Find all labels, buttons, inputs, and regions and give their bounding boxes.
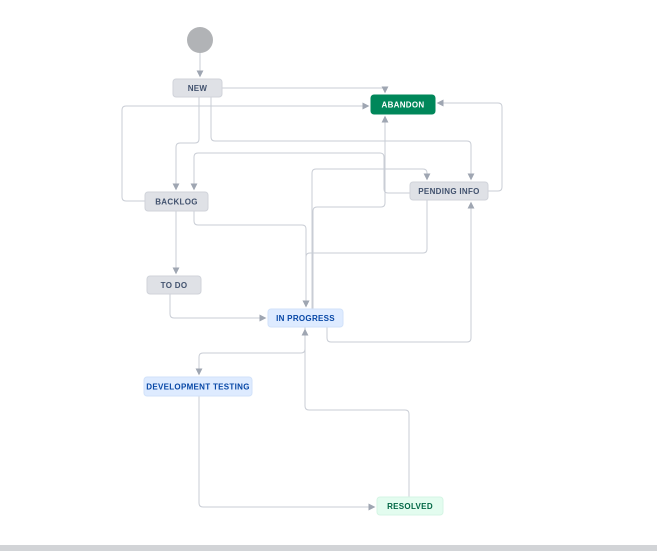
node-resolved-box[interactable] xyxy=(376,496,444,516)
node-to-do[interactable]: TO DO xyxy=(146,275,202,295)
node-development-testing-box[interactable] xyxy=(143,376,253,397)
node-resolved[interactable]: RESOLVED xyxy=(376,496,444,516)
node-pending-info[interactable]: PENDING INFO xyxy=(409,181,489,201)
transition-pending-info-to-backlog xyxy=(190,152,410,194)
transition-in-progress-to-pending-info xyxy=(326,201,475,343)
transition-in-progress-to-abandon xyxy=(312,115,389,309)
transition-in-progress-to-pending-info xyxy=(311,168,431,309)
transition-new-to-abandon xyxy=(222,86,389,94)
node-development-testing[interactable]: DEVELOPMENT TESTING xyxy=(143,376,253,397)
node-backlog-box[interactable] xyxy=(144,191,209,212)
transition-new-to-pending-info xyxy=(210,97,475,181)
node-new[interactable]: NEW xyxy=(172,78,223,98)
transition-pending-info-to-in-progress xyxy=(302,200,428,308)
node-to-do-box[interactable] xyxy=(146,275,202,295)
node-backlog[interactable]: BACKLOG xyxy=(144,191,209,212)
start-node[interactable] xyxy=(187,27,213,53)
transition-new-to-backlog xyxy=(172,97,200,191)
transition-development-testing-to-resolved xyxy=(198,396,376,511)
transition-resolved-to-in-progress xyxy=(301,328,410,497)
transition-backlog-to-in-progress xyxy=(193,211,310,308)
transition-backlog-to-abandon xyxy=(121,102,370,202)
node-new-box[interactable] xyxy=(172,78,223,98)
transition-to-do-to-in-progress xyxy=(169,294,267,322)
transition-pending-info-to-abandon xyxy=(436,99,503,192)
transition-in-progress-to-development-testing xyxy=(195,327,306,376)
horizontal-scrollbar[interactable] xyxy=(0,545,657,551)
node-pending-info-box[interactable] xyxy=(409,181,489,201)
node-in-progress[interactable]: IN PROGRESS xyxy=(267,308,344,328)
node-abandon-box[interactable] xyxy=(370,94,436,115)
node-abandon[interactable]: ABANDON xyxy=(370,94,436,115)
node-in-progress-box[interactable] xyxy=(267,308,344,328)
